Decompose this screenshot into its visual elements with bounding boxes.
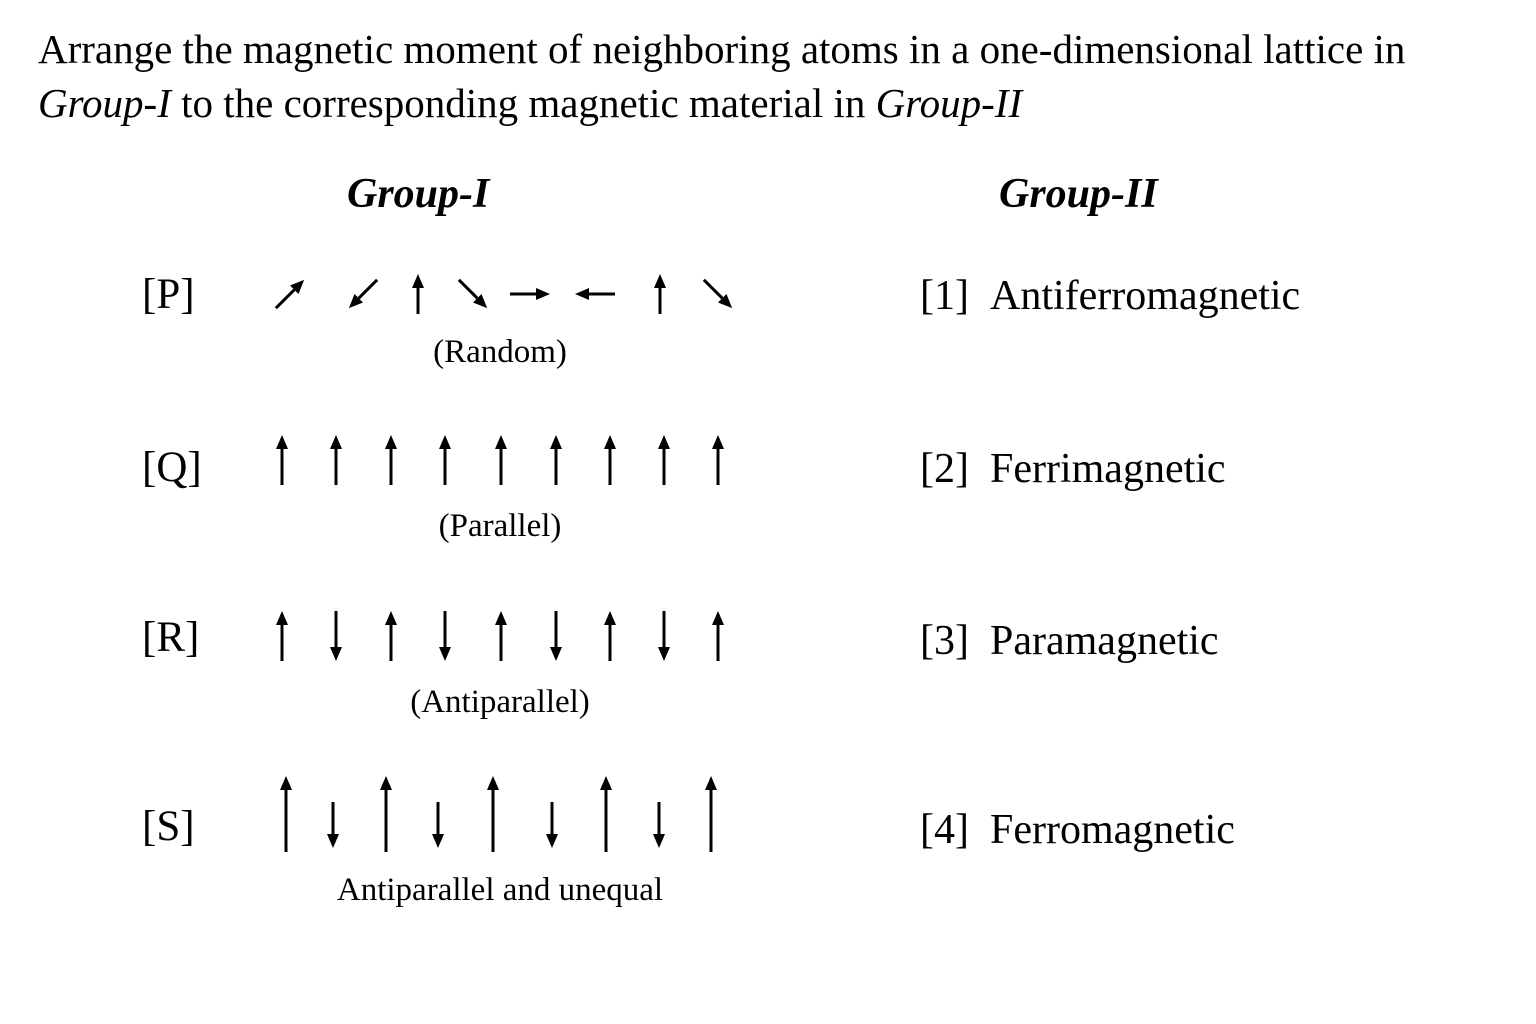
moment-arrow-r-5 <box>495 611 507 661</box>
moment-arrow-r-2 <box>330 611 342 661</box>
moment-arrow-p-1 <box>274 279 305 310</box>
moment-arrow-q-1 <box>276 435 288 485</box>
group2-title: Group-II <box>999 171 1158 217</box>
moment-arrow-p-7 <box>654 274 666 314</box>
caption-random: (Random) <box>433 334 567 370</box>
moment-arrow-r-6 <box>550 611 562 661</box>
moment-arrow-r-3 <box>385 611 397 661</box>
row-label-p: [P] <box>142 271 195 318</box>
moment-arrow-p-5 <box>510 288 550 300</box>
moment-arrow-s-5 <box>487 776 499 852</box>
moment-arrow-p-2 <box>348 278 379 309</box>
moment-arrow-r-8 <box>658 611 670 661</box>
moment-arrow-q-8 <box>658 435 670 485</box>
moment-arrow-s-7 <box>600 776 612 852</box>
question-part2: to the corresponding magnetic material i… <box>170 80 876 126</box>
moment-arrow-r-4 <box>439 611 451 661</box>
group2-ref: Group-II <box>875 80 1023 126</box>
moment-arrow-r-7 <box>604 611 616 661</box>
option-num-2: [2] <box>920 446 969 492</box>
row-label-q: [Q] <box>142 444 202 491</box>
moment-arrow-q-5 <box>495 435 507 485</box>
caption-parallel: (Parallel) <box>438 508 562 544</box>
moment-arrow-q-6 <box>550 435 562 485</box>
caption-antiparallel: (Antiparallel) <box>410 684 590 720</box>
moment-arrow-q-3 <box>385 435 397 485</box>
moment-arrow-p-4 <box>457 278 488 309</box>
moment-arrow-q-2 <box>330 435 342 485</box>
group1-ref: Group-I <box>38 80 171 126</box>
option-num-3: [3] <box>920 618 969 664</box>
moment-arrow-s-4 <box>432 802 444 848</box>
moment-arrow-p-8 <box>702 278 733 309</box>
question-part1: Arrange the magnetic moment of neighbori… <box>38 26 1406 72</box>
moment-arrow-s-3 <box>380 776 392 852</box>
moment-arrow-q-4 <box>439 435 451 485</box>
option-text-3: Paramagnetic <box>990 618 1219 664</box>
caption-antiparallel-unequal: Antiparallel and unequal <box>336 872 664 908</box>
option-num-1: [1] <box>920 273 969 319</box>
moment-arrow-s-9 <box>705 776 717 852</box>
option-text-1: Antiferromagnetic <box>990 273 1301 319</box>
moment-arrow-s-6 <box>546 802 558 848</box>
group1-title: Group-I <box>347 171 490 217</box>
row-label-s: [S] <box>142 803 195 850</box>
moment-arrow-p-3 <box>412 274 424 314</box>
question-text: Arrange the magnetic moment of neighbori… <box>38 22 1498 130</box>
moment-arrow-r-1 <box>276 611 288 661</box>
moment-arrow-r-9 <box>712 611 724 661</box>
option-text-2: Ferrimagnetic <box>990 446 1226 492</box>
option-text-4: Ferromagnetic <box>990 807 1235 853</box>
moment-arrow-s-1 <box>280 776 292 852</box>
moment-arrow-q-9 <box>712 435 724 485</box>
moment-arrow-p-6 <box>575 288 615 300</box>
option-num-4: [4] <box>920 807 969 853</box>
moment-arrow-s-8 <box>653 802 665 848</box>
row-label-r: [R] <box>142 614 200 661</box>
moment-arrow-s-2 <box>327 802 339 848</box>
moment-arrow-q-7 <box>604 435 616 485</box>
